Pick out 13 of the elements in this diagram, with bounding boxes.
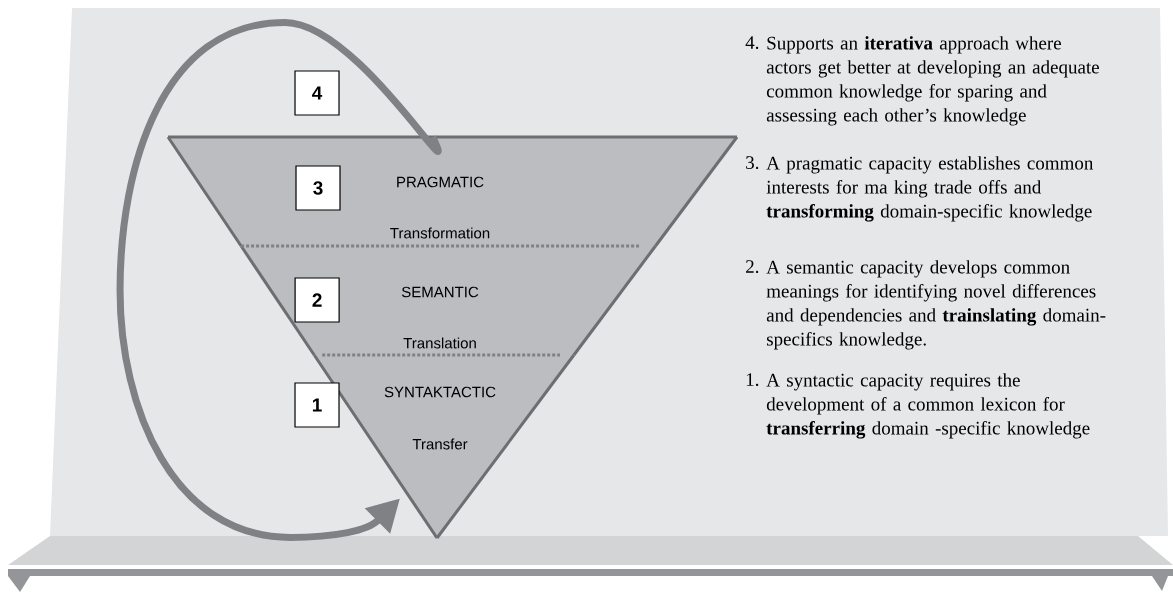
number-box: 1	[294, 382, 340, 428]
list-text: Supports an iterativa approach where actors get better at developing an adequate common knowledge for sparing and assessing each other’s knowledge	[766, 36, 1099, 126]
list-number: 1.	[746, 373, 759, 386]
number-box: 2	[294, 277, 340, 323]
list-text: A syntactic capacity requires the development of a common lexicon for transferring domain -specific knowledge	[766, 373, 1090, 439]
number-box: 3	[295, 165, 341, 211]
list-number: 4.	[745, 36, 759, 49]
list-text: A semantic capacity develops common meanings for identifying novel differences and dependencies and trainslating domain-specifics knowledge.	[766, 260, 1106, 350]
loop-arrow	[116, 18, 441, 541]
list-number: 2.	[746, 260, 759, 274]
list-text: A pragmatic capacity establishes common interests for ma king trade offs and transforming domain-specific knowledge	[766, 156, 1094, 222]
list-number: 3.	[746, 156, 759, 170]
number-box: 4	[294, 70, 340, 116]
